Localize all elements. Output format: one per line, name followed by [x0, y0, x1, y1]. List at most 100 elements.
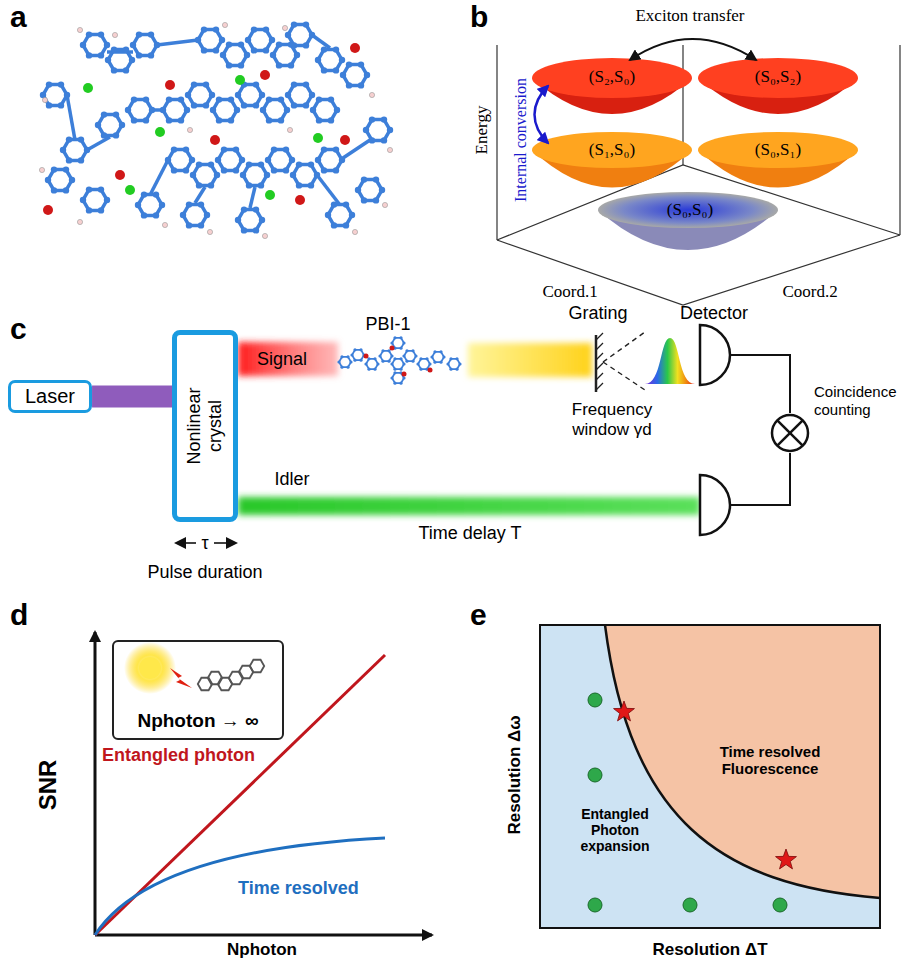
molecular-cluster: [285, 21, 315, 48]
molecular-cluster: [135, 191, 165, 218]
axis-label: Coord.1: [542, 282, 597, 302]
molecular-cluster: [282, 25, 287, 30]
node-text: Nphoton → ∞: [114, 710, 282, 732]
molecular-cluster: [312, 35, 330, 48]
molecular-cluster: [215, 146, 245, 173]
energy-surfaces: [497, 45, 900, 305]
molecular-cluster: [250, 187, 255, 208]
molecular-cluster: [325, 201, 355, 228]
molecular-cluster: [125, 96, 155, 123]
coincidence-symbol: [777, 420, 802, 445]
pbi-molecule: [390, 346, 395, 351]
pbi-molecule: [337, 355, 352, 369]
pbi-molecule: [337, 336, 461, 385]
molecular-cluster: [317, 175, 340, 205]
axis-label: Resolution Δω: [505, 715, 525, 834]
energy-surfaces: [532, 58, 692, 98]
pbi-molecule: [446, 357, 461, 371]
state-label: (S₀,S₀): [667, 200, 713, 220]
setup-schematic: [603, 332, 645, 362]
inset-box: Nphoton → ∞: [112, 640, 284, 740]
pbi-molecule: [430, 350, 445, 364]
molecular-cluster: [195, 26, 225, 53]
molecular-cluster: [77, 27, 82, 32]
resolution-chart: [540, 625, 880, 928]
molecular-cluster: [67, 95, 75, 140]
node-text: Laser: [25, 385, 75, 408]
sample-label: PBI-1: [365, 314, 410, 335]
molecular-cluster: [260, 70, 270, 80]
component-label: Grating: [568, 303, 627, 324]
molecular-cluster: [265, 190, 275, 200]
molecular-cluster: [157, 40, 198, 45]
resolution-chart: [614, 701, 635, 721]
resolution-chart: [605, 625, 880, 898]
region-label: Entangled Photon expansion: [560, 806, 670, 854]
pbi-molecule: [402, 372, 407, 377]
state-label: (S₀,S₂): [755, 67, 801, 87]
energy-surfaces: [698, 132, 858, 168]
inset-picture: [139, 657, 161, 679]
coincidence-symbol: [770, 413, 810, 453]
molecular-cluster: [235, 206, 265, 233]
snr-chart: [94, 632, 97, 935]
pbi-molecule: [390, 336, 405, 350]
setup-schematic: [603, 332, 645, 390]
component-label: Detector: [680, 303, 748, 324]
molecular-cluster: [60, 136, 90, 163]
molecular-cluster: [43, 205, 53, 215]
molecular-cluster: [210, 135, 220, 145]
laser-beam: [92, 386, 172, 408]
pbi-molecule: [378, 349, 393, 363]
coincidence-symbol: [777, 420, 802, 445]
setup-schematic: [595, 335, 598, 392]
node-text: Coincidence counting: [814, 383, 902, 419]
molecular-cluster: [125, 185, 135, 195]
pbi-molecule: [428, 368, 433, 373]
molecular-cluster: [39, 21, 393, 238]
molecular-cluster: [387, 147, 392, 152]
resolution-chart: [588, 768, 602, 782]
molecular-cluster: [295, 195, 305, 205]
setup-schematic: [176, 542, 196, 544]
molecular-cluster: [40, 81, 70, 108]
molecular-cluster: [350, 43, 360, 53]
axis-label: Coord.2: [782, 282, 837, 302]
molecular-cluster: [43, 43, 360, 215]
laser-box: Laser: [8, 380, 92, 413]
window-label: Frequency window γd: [560, 400, 665, 439]
setup-schematic: [603, 362, 645, 390]
molecular-cluster: [265, 146, 295, 173]
molecular-cluster: [207, 229, 212, 234]
pbi-molecule: [390, 371, 405, 385]
molecular-cluster: [240, 161, 270, 188]
resolution-chart: [776, 849, 797, 869]
molecular-cluster: [130, 31, 160, 58]
node-text: Nonlinear crystal: [184, 376, 225, 476]
beam-label: Signal: [257, 349, 307, 370]
tau-label: τ: [201, 533, 208, 554]
panel-letter: d: [10, 598, 28, 633]
inset-picture: [124, 642, 176, 694]
snr-chart: [95, 838, 385, 935]
molecular-cluster: [87, 137, 110, 150]
molecular-cluster: [83, 75, 323, 200]
setup-schematic: [176, 325, 790, 543]
pbi-molecule: [350, 348, 365, 362]
snr-chart: [95, 655, 385, 935]
inset-picture: [229, 672, 243, 684]
molecular-cluster: [187, 127, 192, 132]
molecular-cluster: [83, 83, 93, 93]
transfer-label: Exciton transfer: [635, 6, 744, 26]
snr-chart: [95, 632, 432, 935]
molecular-cluster: [313, 133, 323, 143]
energy-surfaces: [497, 39, 900, 305]
molecular-cluster: [363, 116, 393, 143]
molecular-cluster: [210, 96, 240, 123]
coincidence-symbol: [772, 415, 808, 451]
molecular-cluster: [39, 22, 392, 238]
pbi-molecule: [390, 357, 405, 371]
region-label: Time resolved Fluorescence: [695, 743, 845, 778]
molecular-cluster: [105, 46, 135, 73]
pbi-molecule: [364, 346, 433, 377]
